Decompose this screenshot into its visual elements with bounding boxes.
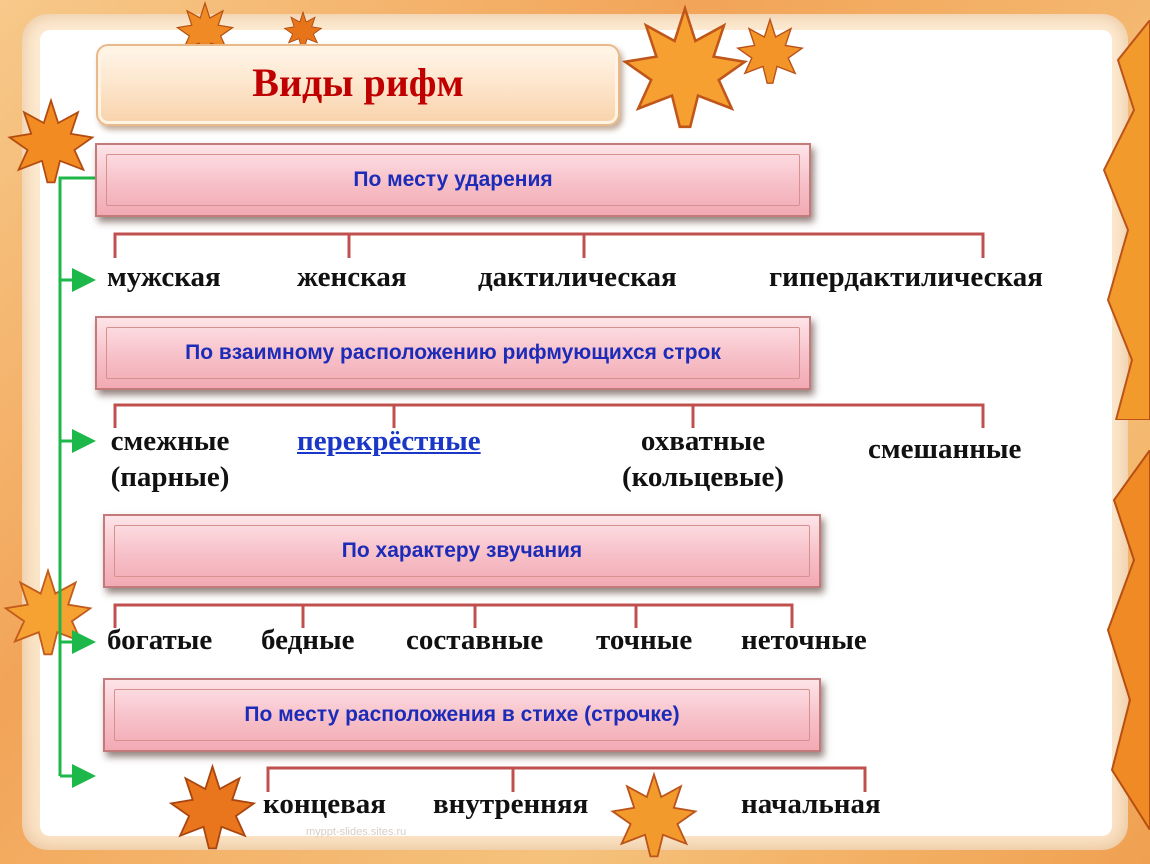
term-masculine: мужская bbox=[107, 261, 221, 293]
green-trunk-line bbox=[58, 176, 95, 776]
maple-leaf-icon bbox=[1106, 450, 1150, 830]
term-exact: точные bbox=[596, 624, 693, 656]
watermark: myppt-slides.sites.ru bbox=[306, 826, 407, 838]
category-label: По месту ударения bbox=[353, 168, 553, 191]
term-hyperdactylic: гипердактилическая bbox=[769, 261, 1043, 293]
term-dactylic: дактилическая bbox=[478, 261, 677, 293]
bracket-sound bbox=[113, 603, 794, 628]
term-line: смежные bbox=[110, 425, 230, 457]
term-internal: внутренняя bbox=[433, 788, 589, 820]
term-feminine: женская bbox=[297, 261, 407, 293]
term-rich: богатые bbox=[107, 624, 213, 656]
bracket-position bbox=[266, 766, 867, 792]
category-box-position: По месту расположения в стихе (строчке) bbox=[103, 678, 821, 752]
category-box-stress: По месту ударения bbox=[95, 143, 811, 217]
term-line: (парные) bbox=[110, 461, 230, 493]
term-inexact: неточные bbox=[741, 624, 867, 656]
maple-leaf-icon bbox=[621, 4, 749, 129]
category-box-sound: По характеру звучания bbox=[103, 514, 821, 588]
category-box-arrangement: По взаимному расположению рифмующихся ст… bbox=[95, 316, 811, 390]
term-cross-link[interactable]: перекрёстные bbox=[297, 425, 481, 457]
term-poor: бедные bbox=[261, 624, 355, 656]
term-adjacent: смежные (парные) bbox=[96, 423, 244, 495]
slide-title: Виды рифм bbox=[252, 59, 464, 105]
term-line: (кольцевые) bbox=[621, 461, 785, 493]
term-enclosing: охватные (кольцевые) bbox=[603, 423, 803, 495]
term-line: охватные bbox=[640, 425, 766, 457]
maple-leaf-icon bbox=[168, 763, 257, 850]
bracket-arrangement bbox=[113, 403, 985, 428]
title-box: Виды рифм bbox=[96, 44, 620, 126]
term-mixed: смешанные bbox=[868, 433, 1022, 465]
bracket-stress bbox=[113, 232, 985, 258]
term-initial: начальная bbox=[741, 788, 881, 820]
maple-leaf-icon bbox=[1102, 20, 1150, 420]
category-label: По характеру звучания bbox=[341, 539, 583, 562]
maple-leaf-icon bbox=[610, 771, 698, 858]
maple-leaf-icon bbox=[735, 17, 805, 84]
category-label: По взаимному расположению рифмующихся ст… bbox=[185, 341, 721, 364]
term-final: концевая bbox=[263, 788, 386, 820]
category-label: По месту расположения в стихе (строчке) bbox=[244, 703, 680, 726]
maple-leaf-icon bbox=[7, 97, 95, 184]
maple-leaf-icon bbox=[3, 567, 93, 656]
term-compound: составные bbox=[406, 624, 544, 656]
